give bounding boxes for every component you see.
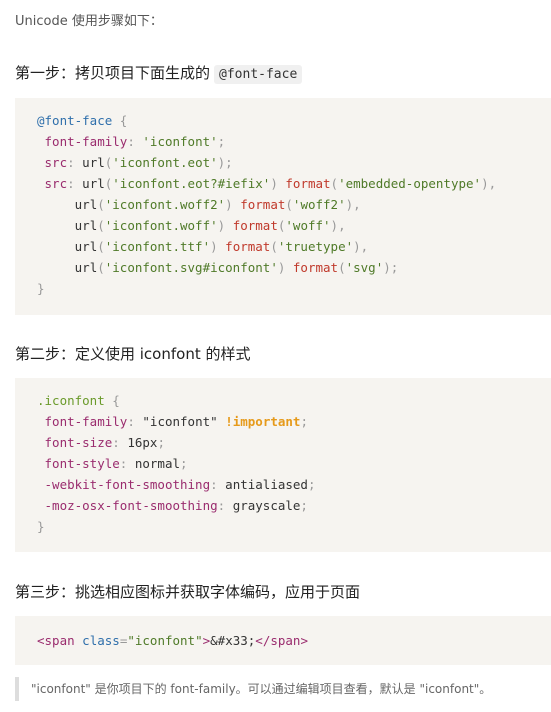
code-line: url('iconfont.svg#iconfont') format('svg… xyxy=(74,260,399,275)
code-token: format xyxy=(240,197,286,212)
code-token: format xyxy=(292,260,339,275)
code-line: font-size: 16px; xyxy=(44,435,165,450)
code-token: { xyxy=(112,113,128,128)
code-token: class xyxy=(82,633,120,648)
code-token: font-family xyxy=(44,414,128,429)
code-token: </span> xyxy=(255,633,308,648)
code-token: -moz-osx-font-smoothing xyxy=(44,498,218,513)
code-token: url xyxy=(82,176,105,191)
code-token: font-style xyxy=(44,456,120,471)
code-token: 'embedded-opentype' xyxy=(338,176,482,191)
intro-text: Unicode 使用步骤如下： xyxy=(15,14,163,29)
code-token: .iconfont xyxy=(37,393,105,408)
code-line: src: url('iconfont.eot'); xyxy=(44,155,233,170)
code-token: { xyxy=(104,393,120,408)
code-token: antialiased xyxy=(225,477,308,492)
code-token: &#x33; xyxy=(210,633,256,648)
code-token: url xyxy=(82,155,105,170)
code-line: url('iconfont.woff') format('woff'), xyxy=(74,218,346,233)
code-line: <span class="iconfont">&#x33;</span> xyxy=(37,633,308,648)
span-usage-code-block: <span class="iconfont">&#x33;</span> xyxy=(15,616,551,665)
code-token: font-size xyxy=(44,435,113,450)
step-2-heading: 第二步：定义使用 iconfont 的样式 xyxy=(15,345,251,363)
code-token: 'svg' xyxy=(345,260,384,275)
code-line: font-family: 'iconfont'; xyxy=(44,134,226,149)
code-token: url xyxy=(74,239,98,254)
code-token: 'iconfont.svg#iconfont' xyxy=(104,260,278,275)
code-token: normal xyxy=(134,456,181,471)
note-blockquote: "iconfont" 是你项目下的 font-family。可以通过编辑项目查看… xyxy=(15,677,551,701)
font-face-code-block: @font-face { font-family: 'iconfont'; sr… xyxy=(15,98,551,315)
step-1-heading: 第一步：拷贝项目下面生成的@font-face xyxy=(15,62,303,86)
code-line: url('iconfont.ttf') format('truetype'), xyxy=(74,239,369,254)
code-token: -webkit-font-smoothing xyxy=(44,477,211,492)
code-token: @font-face xyxy=(37,113,113,128)
code-line: font-family: "iconfont" !important; xyxy=(44,414,308,429)
code-line: font-style: normal; xyxy=(44,456,188,471)
code-token: 'iconfont.woff2' xyxy=(104,197,226,212)
code-token: 'iconfont' xyxy=(142,134,218,149)
code-token: "iconfont" xyxy=(142,414,218,429)
code-token: src xyxy=(44,155,68,170)
code-token: 'iconfont.eot?#iefix' xyxy=(112,176,271,191)
code-line: } xyxy=(37,278,551,299)
code-token: 'iconfont.eot' xyxy=(112,155,218,170)
iconfont-class-code-block: .iconfont { font-family: "iconfont" !imp… xyxy=(15,378,551,552)
code-line: .iconfont { xyxy=(37,390,551,411)
code-token: font-family xyxy=(44,134,128,149)
code-token: src xyxy=(44,176,68,191)
code-token: !important xyxy=(225,414,301,429)
code-token: format xyxy=(285,176,331,191)
code-token: 'woff2' xyxy=(292,197,346,212)
code-line: url('iconfont.woff2') format('woff2'), xyxy=(74,197,361,212)
code-token: format xyxy=(232,218,278,233)
code-token: } xyxy=(37,281,45,296)
code-token: "iconfont" xyxy=(127,633,203,648)
code-token: } xyxy=(37,519,45,534)
step-1-label: 第一步：拷贝项目下面生成的 xyxy=(15,64,211,82)
step-3-heading: 第三步：挑选相应图标并获取字体编码，应用于页面 xyxy=(15,583,361,601)
code-line: @font-face { xyxy=(37,110,551,131)
code-token: format xyxy=(225,239,271,254)
code-line: -moz-osx-font-smoothing: grayscale; xyxy=(44,498,308,513)
code-token: 'iconfont.woff' xyxy=(104,218,218,233)
code-token: url xyxy=(74,218,98,233)
code-token: url xyxy=(74,260,98,275)
code-token: <span xyxy=(37,633,75,648)
code-line: -webkit-font-smoothing: antialiased; xyxy=(44,477,316,492)
step-1-inline-code: @font-face xyxy=(214,65,303,84)
code-token: grayscale xyxy=(232,498,301,513)
code-token: 'woff' xyxy=(285,218,331,233)
code-line: src: url('iconfont.eot?#iefix') format('… xyxy=(44,176,497,191)
code-token: 'truetype' xyxy=(277,239,354,254)
code-token: 'iconfont.ttf' xyxy=(104,239,211,254)
code-token: url xyxy=(74,197,98,212)
code-token: 16px xyxy=(127,435,158,450)
code-token: > xyxy=(202,633,211,648)
code-line: } xyxy=(37,516,551,537)
